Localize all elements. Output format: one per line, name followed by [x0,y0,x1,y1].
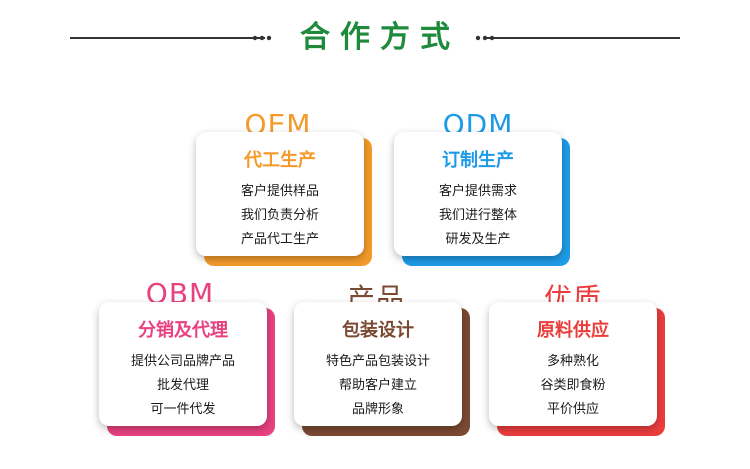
card-lines: 特色产品包装设计 帮助客户建立 品牌形象 [294,350,462,422]
card-lines: 客户提供需求 我们进行整体 研发及生产 [394,180,562,252]
card-line: 品牌形象 [351,402,404,417]
card-line: 产品代工生产 [240,232,319,247]
card-line: 多种熟化 [546,354,599,369]
card-quality: 原料供应 多种熟化 谷类即食粉 平价供应 [489,302,665,436]
card-line: 平价供应 [546,402,599,417]
card-line: 客户提供需求 [438,184,517,199]
card-line: 特色产品包装设计 [325,354,430,369]
card-lines: 客户提供样品 我们负责分析 产品代工生产 [196,180,364,252]
card-lines: 多种熟化 谷类即食粉 平价供应 [489,350,657,422]
card-panel: 订制生产 客户提供需求 我们进行整体 研发及生产 [394,132,562,256]
card-line: 研发及生产 [445,232,511,247]
section-header: 合作方式 [0,0,750,70]
card-subtitle: 订制生产 [442,150,514,171]
card-line: 批发代理 [156,378,209,393]
card-odm: 订制生产 客户提供需求 我们进行整体 研发及生产 [394,132,570,266]
card-line: 我们进行整体 [438,208,517,223]
card-subtitle: 代工生产 [244,150,316,171]
card-lines: 提供公司品牌产品 批发代理 可一件代发 [99,350,267,422]
card-product: 包装设计 特色产品包装设计 帮助客户建立 品牌形象 [294,302,470,436]
card-line: 我们负责分析 [240,208,319,223]
card-panel: 代工生产 客户提供样品 我们负责分析 产品代工生产 [196,132,364,256]
header-dots-left-icon [252,35,272,41]
card-line: 提供公司品牌产品 [130,354,235,369]
card-obm: 分销及代理 提供公司品牌产品 批发代理 可一件代发 [99,302,275,436]
card-panel: 分销及代理 提供公司品牌产品 批发代理 可一件代发 [99,302,267,426]
header-rule-right [487,37,680,39]
card-line: 帮助客户建立 [338,378,417,393]
card-panel: 包装设计 特色产品包装设计 帮助客户建立 品牌形象 [294,302,462,426]
card-subtitle: 原料供应 [537,320,609,341]
card-oem: 代工生产 客户提供样品 我们负责分析 产品代工生产 [196,132,372,266]
card-panel: 原料供应 多种熟化 谷类即食粉 平价供应 [489,302,657,426]
card-line: 客户提供样品 [240,184,319,199]
card-subtitle: 包装设计 [342,320,414,341]
header-rule-left [70,37,265,39]
card-line: 可一件代发 [150,402,216,417]
page-title: 合作方式 [300,20,460,55]
card-subtitle: 分销及代理 [138,320,228,341]
card-line: 谷类即食粉 [540,378,606,393]
